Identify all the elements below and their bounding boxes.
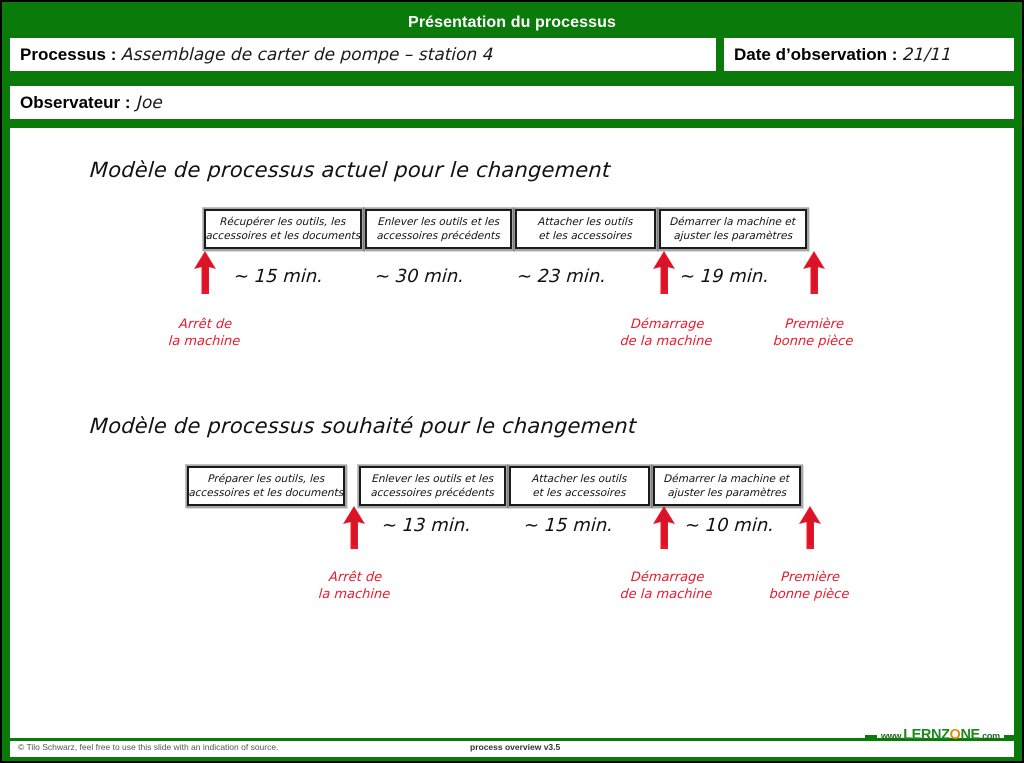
header-cell-divider <box>716 38 724 71</box>
section-1-step-3-line2: et les accessoires <box>538 230 633 242</box>
observer-cell: Observateur : Joe <box>10 86 1014 119</box>
section-1-step-1: Récupérer les outils, les accessoires et… <box>204 209 362 249</box>
section-1-step-2-line1: Enlever les outils et les <box>377 216 500 228</box>
section-1-step-3-line1: Attacher les outils <box>537 216 634 228</box>
section-2-time-3: ~ 10 min. <box>684 515 775 536</box>
section-2-annotation-2-line1: Démarrage <box>630 570 705 585</box>
logo-dash-left-icon <box>864 735 877 738</box>
logo-www-text: www. <box>880 731 904 741</box>
section-1-arrow-1-up-icon <box>192 250 218 296</box>
section-2-annotation-2: Démarrage de la machine <box>620 569 714 603</box>
section-1-time-3: ~ 23 min. <box>516 266 607 287</box>
section-2-annotation-3-line1: Première <box>780 570 841 585</box>
section-1-annotation-1-line1: Arrêt de <box>178 317 233 332</box>
logo-ne-text: NE <box>960 727 980 743</box>
process-label: Processus : <box>20 44 117 64</box>
observer-value: Joe <box>136 92 163 113</box>
section-1-step-1-line2: accessoires et les documents <box>205 230 361 242</box>
section-1-step-4-line2: ajuster les paramètres <box>673 230 793 242</box>
section-2-step-4-line1: Démarrer la machine et <box>663 473 791 485</box>
lernzone-logo[interactable]: www. LERNZ O NE .com <box>864 727 1018 743</box>
section-2-time-1: ~ 13 min. <box>381 515 472 536</box>
section-1-arrow-2-up-icon <box>651 250 677 296</box>
section-1-step-1-line1: Récupérer les outils, les <box>219 216 347 228</box>
date-label: Date d’observation : <box>734 44 898 64</box>
section-2-step-3-line1: Attacher les outils <box>531 473 628 485</box>
title-bar-container: Présentation du processus <box>10 10 1014 36</box>
section-1-annotation-2: Démarrage de la machine <box>620 316 714 350</box>
section-2-annotation-3: Première bonne pièce <box>769 569 851 603</box>
footer: © Tilo Schwarz, feel free to use this sl… <box>10 727 1018 757</box>
section-1-step-3: Attacher les outils et les accessoires <box>515 209 656 249</box>
section-2-step-2-line2: accessoires précédents <box>370 487 495 499</box>
section-2-arrow-2-up-icon <box>651 505 677 551</box>
section-1-time-2: ~ 30 min. <box>374 266 465 287</box>
section-1-step-2: Enlever les outils et les accessoires pr… <box>365 209 512 249</box>
section-2-step-1-line2: accessoires et les documents <box>188 487 344 499</box>
date-value: 21/11 <box>902 44 953 65</box>
observer-label: Observateur : <box>20 92 131 112</box>
section-2-arrow-3-up-icon <box>797 505 823 551</box>
footer-divider <box>10 738 1014 741</box>
section-1-step-4: Démarrer la machine et ajuster les param… <box>659 209 807 249</box>
logo-o-text: O <box>949 727 961 743</box>
section-2-annotation-3-line2: bonne pièce <box>768 587 850 602</box>
process-value: Assemblage de carter de pompe – station … <box>121 44 495 65</box>
section-2-step-2-line1: Enlever les outils et les <box>371 473 494 485</box>
logo-com-text: .com <box>979 731 1000 741</box>
date-cell: Date d’observation : 21/11 <box>724 38 1014 71</box>
section-1-arrow-3-up-icon <box>801 250 827 296</box>
section-2-step-1: Préparer les outils, les accessoires et … <box>187 466 345 506</box>
section-2-step-2: Enlever les outils et les accessoires pr… <box>359 466 506 506</box>
process-cell: Processus : Assemblage de carter de pomp… <box>10 38 716 71</box>
section-1-step-4-line1: Démarrer la machine et <box>669 216 797 228</box>
section-2-time-2: ~ 15 min. <box>523 515 614 536</box>
section-1-annotation-3: Première bonne pièce <box>773 316 855 350</box>
section-1-time-4: ~ 19 min. <box>679 266 770 287</box>
header-green-separator <box>10 71 1014 84</box>
logo-dash-right-icon <box>1004 735 1018 738</box>
section-1-heading: Modèle de processus actuel pour le chang… <box>89 158 612 182</box>
section-2-step-4: Démarrer la machine et ajuster les param… <box>653 466 801 506</box>
section-2-step-3-line2: et les accessoires <box>532 487 627 499</box>
logo-lernz-text: LERNZ <box>903 727 950 743</box>
section-2-step-4-line2: ajuster les paramètres <box>667 487 787 499</box>
section-2-annotation-2-line2: de la machine <box>619 587 713 602</box>
section-2-heading: Modèle de processus souhaité pour le cha… <box>89 414 638 438</box>
header-bottom-green-bar <box>10 119 1014 128</box>
section-2-annotation-1-line1: Arrêt de <box>328 570 383 585</box>
section-2-step-3: Attacher les outils et les accessoires <box>509 466 650 506</box>
section-2-arrow-1-up-icon <box>341 505 367 551</box>
footer-version: process overview v3.5 <box>470 742 561 752</box>
process-info-row: Processus : Assemblage de carter de pomp… <box>10 36 1014 71</box>
observer-info-row: Observateur : Joe <box>10 84 1014 119</box>
section-1-annotation-3-line2: bonne pièce <box>772 334 854 349</box>
section-1-annotation-1-line2: la machine <box>168 334 241 349</box>
slide-canvas: Modèle de processus actuel pour le chang… <box>10 128 1014 753</box>
section-2-annotation-1-line2: la machine <box>318 587 391 602</box>
section-1-annotation-1: Arrêt de la machine <box>168 316 242 350</box>
section-1-annotation-2-line2: de la machine <box>619 334 713 349</box>
footer-copyright: © Tilo Schwarz, feel free to use this sl… <box>18 742 279 752</box>
slide-title: Présentation du processus <box>10 10 1014 36</box>
section-1-step-2-line2: accessoires précédents <box>376 230 501 242</box>
section-2-step-1-line1: Préparer les outils, les <box>207 473 325 485</box>
section-1-annotation-3-line1: Première <box>784 317 845 332</box>
section-1-time-1: ~ 15 min. <box>233 266 324 287</box>
section-2-annotation-1: Arrêt de la machine <box>318 569 392 603</box>
section-1-annotation-2-line1: Démarrage <box>630 317 705 332</box>
